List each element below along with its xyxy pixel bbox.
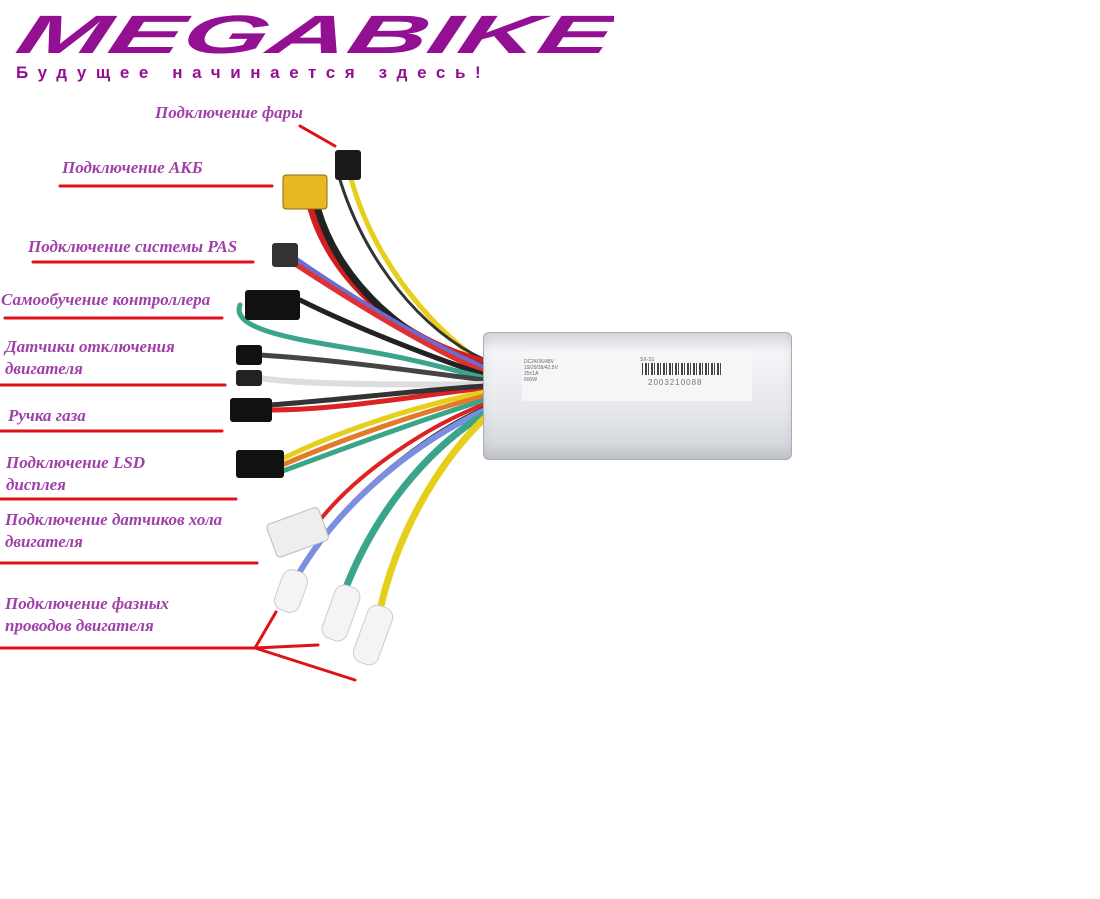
wire xyxy=(277,397,488,475)
controller-box: DC24/36/48V 19/29/39/42.5V 25±1A 600W SX… xyxy=(483,332,792,460)
battery-xt60-connector xyxy=(282,174,328,210)
label-headlight: Подключение фары xyxy=(155,103,303,122)
wire xyxy=(257,352,488,383)
wire xyxy=(338,178,487,362)
wire xyxy=(292,407,488,583)
model-number: SX-S1 xyxy=(640,357,655,363)
spec-cutoff: 19/29/39/42.5V xyxy=(524,365,558,371)
svg-text:MEGABIKE: MEGABIKE xyxy=(14,12,614,57)
spec-current: 25±1A xyxy=(524,371,539,377)
wire xyxy=(277,389,488,463)
brake-connector xyxy=(236,345,262,365)
spec-power: 600W xyxy=(524,377,538,383)
serial-number: 2003210088 xyxy=(648,378,703,387)
phase-terminal xyxy=(273,569,309,613)
headlight-connector xyxy=(335,150,361,180)
barcode xyxy=(642,363,722,375)
phase-terminal xyxy=(352,604,394,666)
phase-terminal xyxy=(321,584,361,642)
brake-connector-2 xyxy=(236,370,262,386)
hall-connector xyxy=(266,507,329,558)
wire xyxy=(267,385,488,413)
controller-nameplate: DC24/36/48V 19/29/39/42.5V 25±1A 600W SX… xyxy=(522,351,752,401)
slogan: Будущее начинается здесь! xyxy=(16,63,491,82)
wire xyxy=(318,402,487,522)
display-connector xyxy=(236,450,284,478)
label-pas: Подключение системы PAS xyxy=(28,237,238,256)
wire xyxy=(297,297,488,378)
pas-connector xyxy=(272,243,298,267)
self-learning-connector xyxy=(245,290,300,320)
wire xyxy=(236,302,488,381)
wire xyxy=(287,252,488,371)
spec-voltage: DC24/36/48V xyxy=(524,359,555,365)
wire xyxy=(341,410,489,594)
wire xyxy=(277,393,488,469)
pointer-lines xyxy=(0,124,357,682)
megabike-logo: MEGABIKE xyxy=(10,4,626,65)
throttle-connector xyxy=(230,398,272,422)
wire xyxy=(289,259,488,375)
label-self-learning: Самообучение контроллера xyxy=(1,290,211,309)
label-throttle: Ручка газа xyxy=(8,406,86,425)
label-battery: Подключение АКБ xyxy=(62,158,203,177)
wire xyxy=(257,375,488,388)
wire xyxy=(267,383,488,408)
wire xyxy=(376,414,489,614)
